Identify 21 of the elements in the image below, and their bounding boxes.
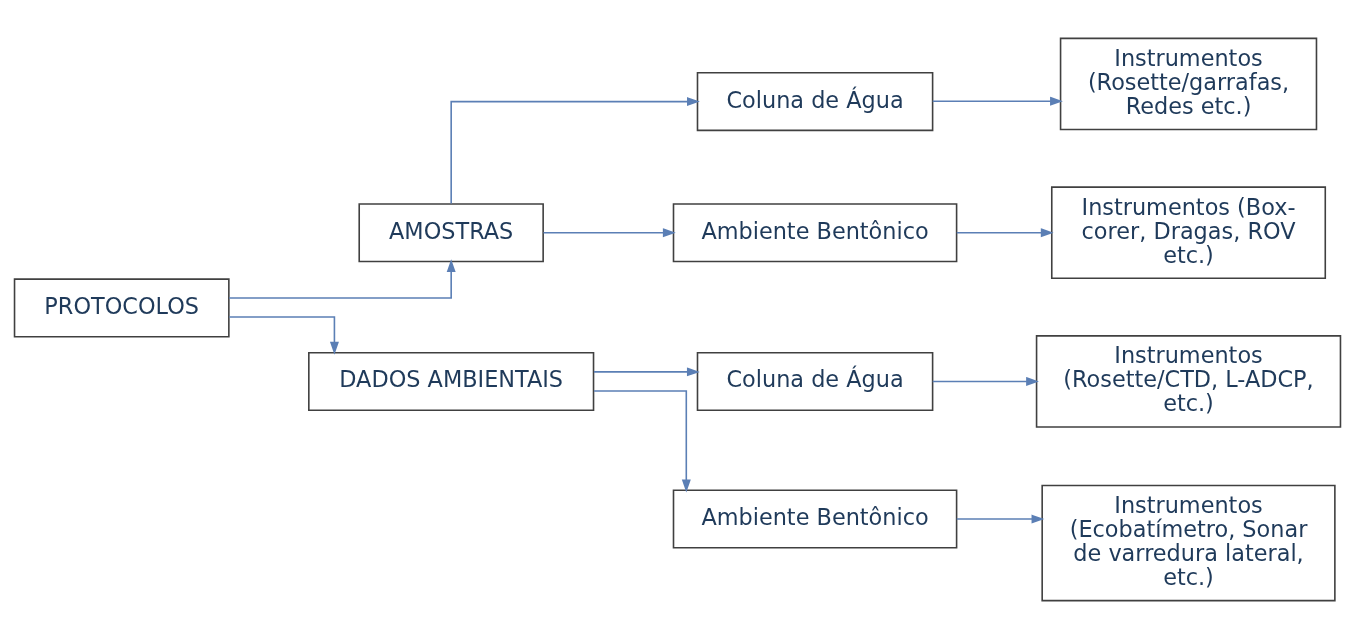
arrow (931, 377, 1039, 386)
arrow (956, 514, 1045, 524)
node-box: Coluna de Água (696, 72, 934, 132)
arrow (450, 97, 700, 205)
node-box: Instrumentos (Rosette/CTD, L-ADCP, etc.) (1035, 335, 1342, 428)
node-box: Instrumentos (Ecobatímetro, Sonar de varredura lateral, etc.) (1041, 484, 1336, 602)
node-box: AMOSTRAS (358, 203, 544, 263)
node-box: DADOS AMBIENTAIS (308, 351, 595, 412)
arrow (228, 259, 456, 299)
arrow (931, 96, 1063, 106)
node-box: Instrumentos (Box-corer, Dragas, ROV etc.) (1050, 186, 1327, 280)
node-box: Ambiente Bentônico (672, 489, 958, 549)
arrow (593, 390, 691, 493)
arrow (228, 316, 339, 355)
arrow (593, 367, 700, 377)
arrow (542, 228, 676, 238)
node-box: Ambiente Bentônico (672, 203, 958, 263)
arrow (956, 228, 1054, 238)
node-box: PROTOCOLOS (13, 278, 230, 338)
node-box: Coluna de Água (696, 351, 934, 412)
node-box: Instrumentos (Rosette/garrafas, Redes etc.) (1059, 37, 1318, 131)
